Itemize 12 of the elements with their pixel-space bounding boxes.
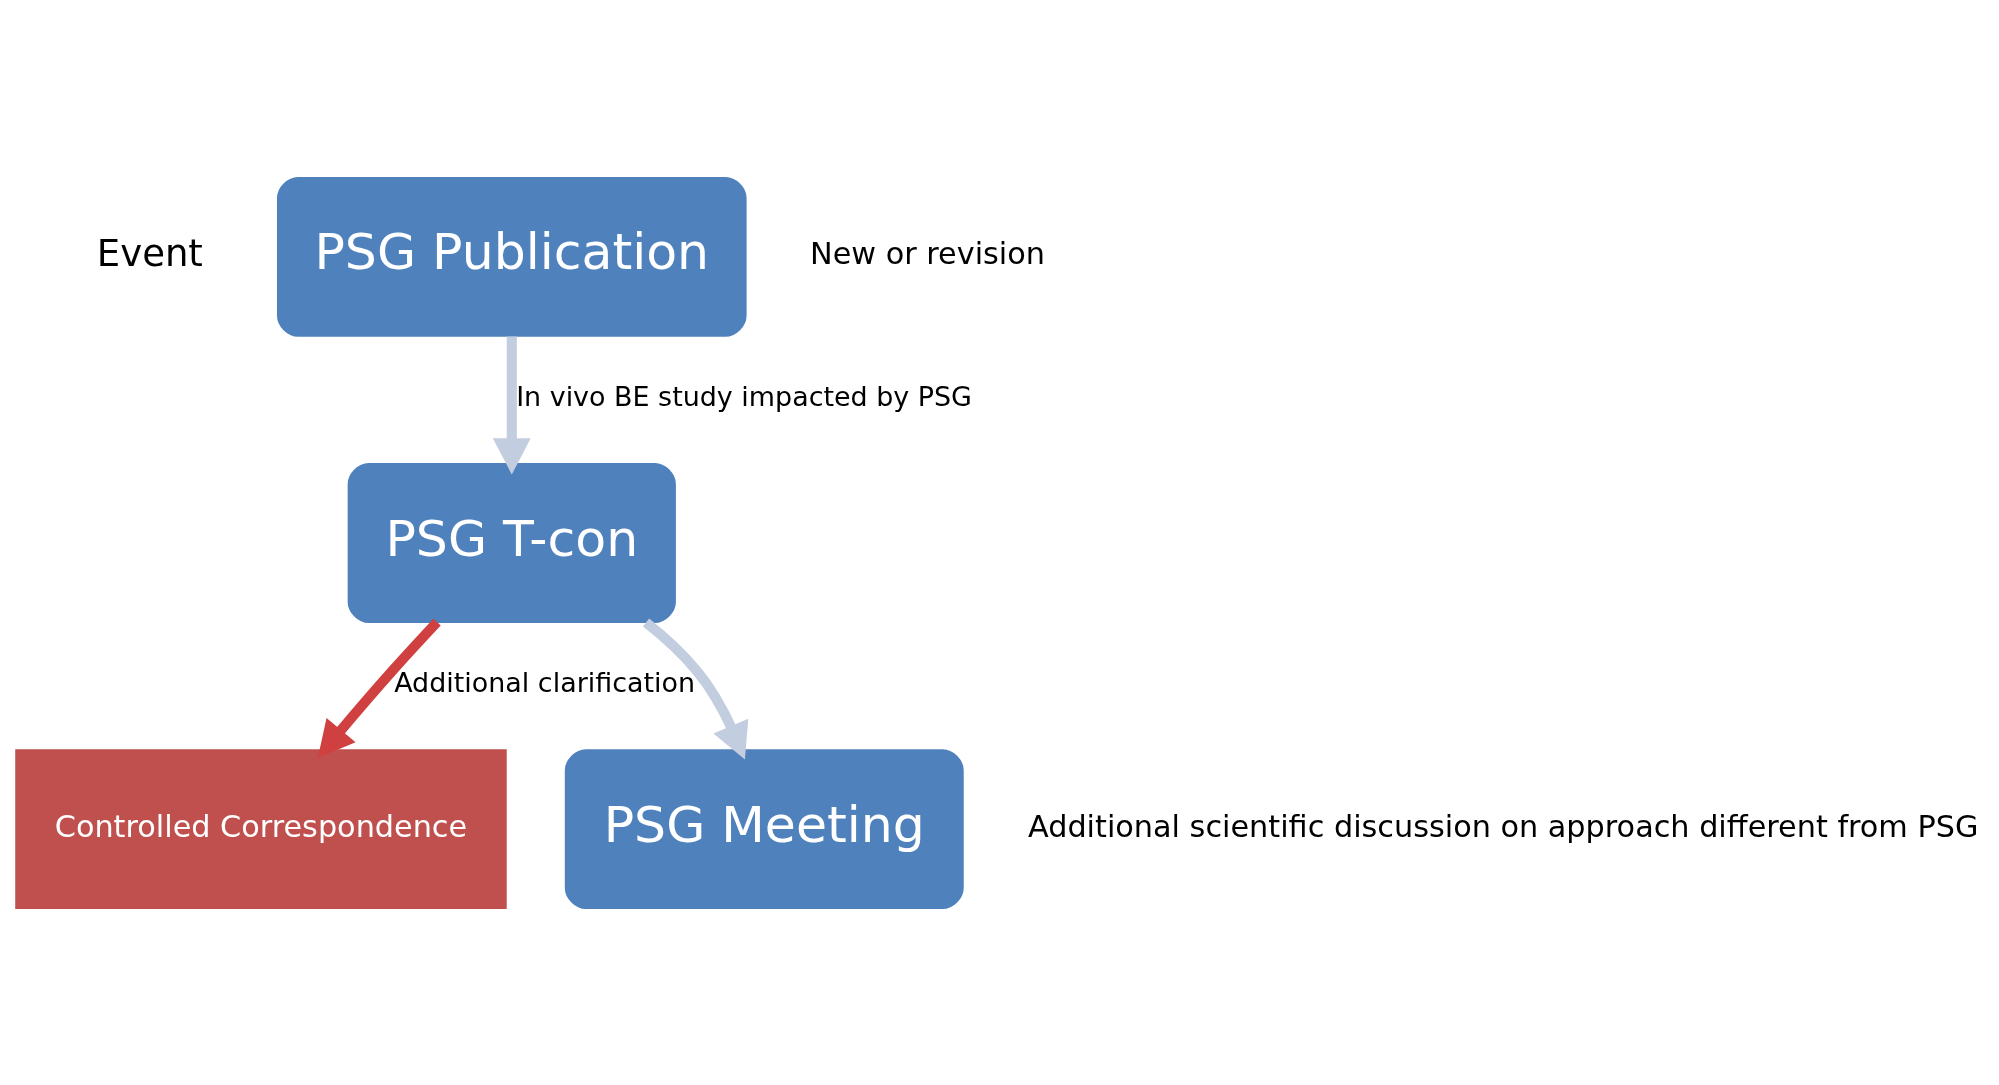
node-box: Controlled Correspondence [15, 748, 507, 909]
node-box: PSG Meeting [564, 748, 964, 909]
edge-label: Additional clarification [394, 666, 696, 698]
arrow [317, 618, 441, 758]
label: Event [96, 231, 203, 275]
node-box: PSG Publication [276, 176, 747, 337]
node-label: New or revision [810, 235, 1046, 271]
edge-label: In vivo BE study impacted by PSG [516, 380, 972, 412]
node-box: PSG T-con [347, 462, 676, 623]
arrow [492, 336, 531, 474]
arrow [642, 617, 749, 759]
node-label: Additional scientific discussion on approach different from PSG [1027, 808, 1979, 844]
